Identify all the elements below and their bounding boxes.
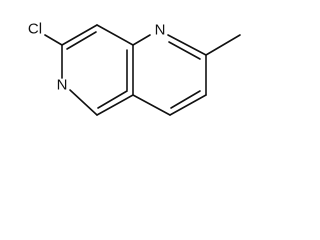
bond-c4-c4a [132, 94, 171, 116]
structure-diagram: Cl N N [28, 21, 241, 116]
bond-c8-c7-inner [66, 31, 97, 50]
atom-label-nitrogen-left: N [57, 77, 68, 94]
bond-c8a-c8 [96, 24, 134, 46]
atom-label-chlorine: Cl [28, 21, 42, 38]
bond-c8a-n1 [132, 34, 151, 46]
bond-c2-methyl [205, 34, 241, 56]
atom-label-nitrogen-top: N [155, 22, 166, 39]
bond-c3-c4 [169, 94, 207, 116]
bond-n1-c2-inner [168, 41, 201, 60]
bond-c7-cl [44, 34, 63, 46]
bond-c5-c4a [96, 94, 134, 116]
bond-c3-c4-inner [170, 90, 201, 109]
bond-c5-c4a-inner [97, 90, 128, 109]
bond-c8-c7 [61, 24, 98, 46]
bond-n1-c2 [167, 34, 207, 56]
bond-n6-c5 [69, 89, 98, 116]
